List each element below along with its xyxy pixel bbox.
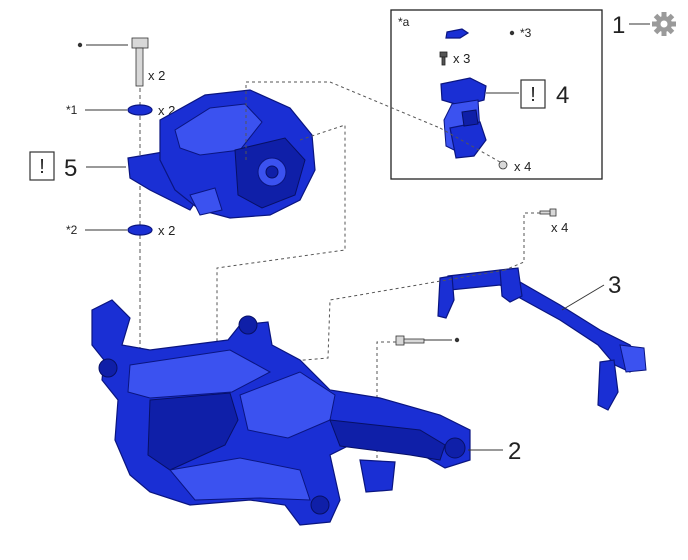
inset-mount-part [440, 77, 487, 159]
differential-assembly [127, 89, 316, 219]
caution-icon-5: ! [29, 151, 55, 181]
frame-bolt [395, 335, 425, 346]
inset-bolt [439, 51, 448, 66]
guide-line-stabilizer-2 [279, 269, 506, 363]
guide-line-stabilizer [504, 212, 540, 271]
callout-2: 2 [508, 438, 521, 465]
stabilizer-bar [437, 267, 647, 411]
svg-text:!: ! [39, 156, 45, 178]
stabilizer-bolt [539, 208, 557, 217]
washer2-reference: *2 [66, 223, 78, 237]
guide-line-inset [245, 81, 441, 160]
inset-bolt-qty: x 3 [453, 51, 470, 66]
inset-dot-3 [509, 30, 515, 36]
callout-4: 4 [556, 82, 569, 109]
frame-bolt-dot [454, 337, 460, 343]
washer2-qty: x 2 [158, 223, 175, 238]
caution-icon-4: ! [520, 79, 546, 109]
callout-1: 1 [612, 12, 625, 39]
inset-pad-part [445, 28, 470, 39]
long-bolt [131, 37, 149, 87]
leader-3 [561, 284, 605, 311]
washer1-reference: *1 [66, 103, 78, 117]
stabilizer-bolt-qty: x 4 [551, 220, 568, 235]
bolt-dot [77, 42, 83, 48]
callout-3: 3 [608, 272, 621, 299]
inset-reference-a: *a [398, 15, 410, 29]
inset-small-bolt [498, 160, 508, 170]
inset-frame [390, 9, 603, 180]
rear-sub-frame [91, 299, 471, 526]
washer-2 [127, 224, 153, 236]
inset-small-bolt-qty: x 4 [514, 159, 531, 174]
svg-text:!: ! [530, 84, 536, 106]
washer-1 [127, 104, 153, 116]
inset-reference-3: *3 [520, 26, 532, 40]
long-bolt-qty: x 2 [148, 68, 165, 83]
callout-5: 5 [64, 155, 77, 182]
gear-icon [652, 12, 676, 36]
